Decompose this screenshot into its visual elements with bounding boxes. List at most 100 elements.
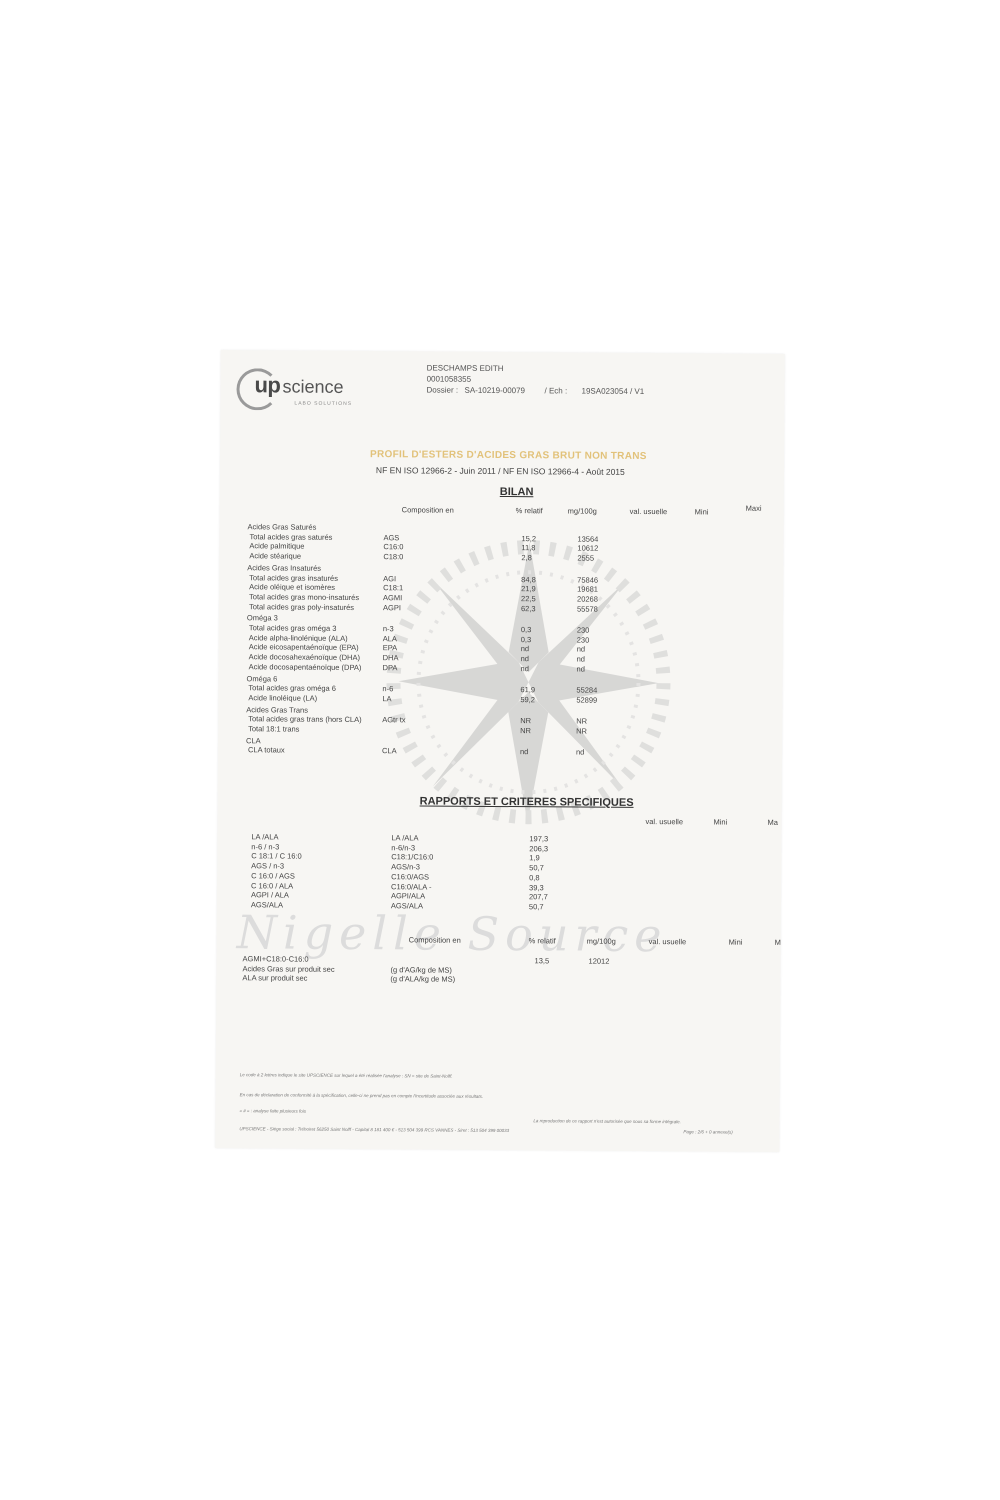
row-mg: 75846: [577, 575, 599, 585]
row-code: DPA: [382, 662, 398, 673]
lab-report-page: Nigelle Source up science LABO SOLUTIONS…: [215, 350, 785, 1152]
row-pct: nd: [520, 644, 530, 654]
row-label: Acide alpha-linolénique (ALA): [248, 632, 348, 643]
row-mg: nd: [576, 644, 586, 654]
row-code: EPA: [382, 643, 398, 653]
extra-unit: (g d'AG/kg de MS): [390, 964, 452, 975]
row-label: Total acides gras insaturés: [249, 572, 339, 583]
row-label: CLA totaux: [247, 745, 285, 755]
row-label: Total acides gras trans (hors CLA): [248, 714, 362, 725]
row-code: AGtr tx: [382, 715, 406, 725]
row-code: C18:1: [383, 583, 404, 593]
row-label: Total 18:1 trans: [248, 724, 300, 734]
row-pct: 61,9: [520, 685, 536, 695]
row-mg: NR: [576, 726, 588, 736]
row-mg: 230: [576, 635, 590, 645]
extra-unit: (g d'ALA/kg de MS): [390, 974, 456, 984]
ratio-label: AGS/ALA: [250, 900, 284, 910]
third-col-pct: % relatif: [528, 936, 556, 946]
row-mg: 55578: [576, 604, 598, 614]
ratio-label: LA /ALA: [251, 832, 279, 842]
ratio-code: AGS/n-3: [391, 862, 420, 872]
row-code: C18:0: [383, 552, 404, 562]
ratio-code: n-6/n-3: [391, 842, 416, 853]
row-code: C16:0: [383, 542, 404, 552]
extra-label: Acides Gras sur produit sec: [242, 963, 335, 974]
group-label: Oméga 6: [246, 673, 278, 683]
group-label: CLA: [246, 735, 261, 746]
ratio-label: n-6 / n-3: [251, 841, 280, 852]
footer-line-5: UPSCIENCE - Siège social : Tréhoiret 562…: [239, 1126, 510, 1134]
row-code: AGMI: [383, 593, 403, 603]
row-code: AGPI: [382, 602, 401, 612]
row-code: AGI: [383, 573, 397, 583]
row-mg: 19681: [577, 584, 599, 594]
row-mg: 55284: [576, 685, 598, 695]
footer-line-4: La reproduction de ce rapport n'est auto…: [533, 1118, 681, 1125]
row-mg: 52899: [576, 695, 598, 705]
footer-page: Page : 2/6 + 0 annexe(s): [683, 1129, 733, 1135]
dossier-label: Dossier :: [426, 385, 459, 395]
row-label: Acide docosapentaénoïque (DPA): [248, 662, 362, 672]
row-mg: nd: [576, 664, 585, 674]
row-label: Acide oléique et isomères: [249, 582, 336, 593]
ech-label: / Ech :: [544, 386, 568, 396]
row-label: Acide palmitique: [249, 541, 305, 552]
bilan-col-mg: mg/100g: [567, 506, 597, 516]
row-code: AGS: [383, 532, 400, 542]
watermark-text: Nigelle Source: [236, 905, 668, 963]
ratio-value: 1,9: [529, 853, 540, 863]
extra-label: ALA sur produit sec: [242, 973, 308, 983]
row-pct: NR: [520, 716, 532, 726]
ratio-label: C 16:0 / ALA: [251, 880, 294, 891]
row-pct: nd: [520, 654, 530, 664]
row-pct: 21,9: [521, 584, 536, 594]
ratio-code: AGS/ALA: [390, 901, 424, 911]
report-standard: NF EN ISO 12966-2 - Juin 2011 / NF EN IS…: [375, 465, 625, 477]
row-mg: 13564: [577, 534, 599, 544]
ratio-code: AGPI/ALA: [390, 891, 426, 901]
bilan-col-usual: val. usuelle: [629, 506, 668, 517]
row-mg: NR: [576, 716, 588, 726]
third-col-composition: Composition en: [408, 935, 461, 945]
row-label: Acide docosahexaénoïque (DHA): [248, 652, 361, 663]
row-code: DHA: [382, 653, 399, 663]
row-mg: nd: [576, 654, 586, 664]
bilan-col-maxi: Maxi: [745, 503, 762, 513]
row-code: CLA: [381, 746, 397, 756]
row-label: Total acides gras oméga 3: [248, 623, 337, 633]
extra-label: AGMI+C18:0-C16:0: [242, 954, 309, 964]
ratio-label: C 16:0 / AGS: [251, 871, 295, 881]
bilan-col-composition: Composition en: [401, 505, 454, 515]
row-label: Total acides gras saturés: [249, 531, 333, 542]
watermark-flower: [386, 540, 671, 825]
ratio-label: AGS / n-3: [251, 861, 285, 871]
rapports-col-usual: val. usuelle: [645, 817, 684, 827]
ratio-value: 206,3: [529, 843, 549, 854]
ratio-code: C18:1/C16:0: [391, 852, 434, 862]
row-pct: 22,5: [521, 594, 536, 604]
row-code: LA: [382, 694, 392, 704]
third-col-mini: Mini: [728, 937, 743, 947]
third-col-mg: mg/100g: [586, 936, 616, 946]
footer-line-1: Le code à 2 lettres indique le site UPSC…: [239, 1072, 453, 1079]
row-pct: 0,3: [520, 634, 532, 644]
bilan-table: Composition en % relatif mg/100g val. us…: [221, 350, 785, 757]
ratio-value: 39,3: [529, 882, 544, 892]
row-mg: 2555: [577, 553, 595, 563]
row-pct: 11,8: [521, 543, 536, 553]
row-code: n-6: [382, 684, 394, 694]
extra-mg: 12012: [588, 956, 610, 966]
row-mg: 230: [576, 625, 590, 635]
ratio-code: C16:0/AGS: [391, 872, 430, 882]
row-pct: 15,2: [521, 533, 537, 543]
row-label: Total acides gras mono-insaturés: [249, 592, 360, 602]
client-number: 0001058355: [426, 374, 472, 384]
row-pct: 0,3: [520, 625, 532, 635]
row-pct: nd: [519, 747, 529, 757]
bilan-col-pct: % relatif: [515, 506, 543, 516]
ratio-value: 197,3: [529, 834, 549, 844]
report-title: PROFIL D'ESTERS D'ACIDES GRAS BRUT NON T…: [370, 449, 647, 463]
client-name: DESCHAMPS EDITH: [426, 363, 504, 374]
